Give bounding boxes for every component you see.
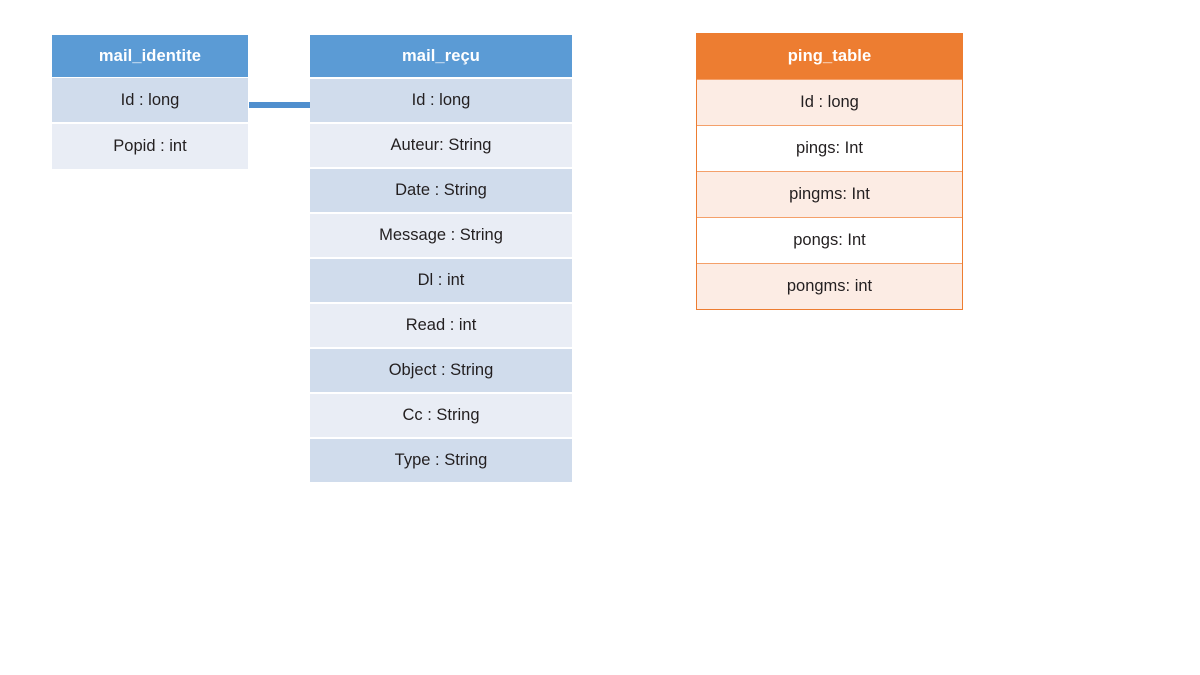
entity-field-row: pingms: Int xyxy=(697,171,962,217)
entity-field-row: Type : String xyxy=(310,439,572,482)
entity-field-row: Id : long xyxy=(310,79,572,122)
entity-field-row: Auteur: String xyxy=(310,124,572,167)
entity-field-row: Object : String xyxy=(310,349,572,392)
entity-field-row: Id : long xyxy=(52,78,248,122)
entity-field-row: Popid : int xyxy=(52,124,248,169)
entity-field-row: pings: Int xyxy=(697,125,962,171)
entity-field-row: pongms: int xyxy=(697,263,962,309)
entity-header-mail-identite: mail_identite xyxy=(52,35,248,77)
entity-field-row: Message : String xyxy=(310,214,572,257)
entity-table-ping-table[interactable]: ping_table Id : long pings: Int pingms: … xyxy=(696,33,963,310)
entity-field-row: Dl : int xyxy=(310,259,572,302)
entity-field-row: Cc : String xyxy=(310,394,572,437)
entity-table-mail-identite[interactable]: mail_identite Id : long Popid : int xyxy=(52,35,248,169)
entity-header-ping-table: ping_table xyxy=(697,34,962,79)
entity-field-row: Id : long xyxy=(697,79,962,125)
entity-header-mail-recu: mail_reçu xyxy=(310,35,572,77)
entity-field-row: Date : String xyxy=(310,169,572,212)
entity-table-mail-recu[interactable]: mail_reçu Id : long Auteur: String Date … xyxy=(310,35,572,482)
relationship-connector-identite-recu[interactable] xyxy=(249,102,311,108)
entity-field-row: Read : int xyxy=(310,304,572,347)
entity-field-row: pongs: Int xyxy=(697,217,962,263)
